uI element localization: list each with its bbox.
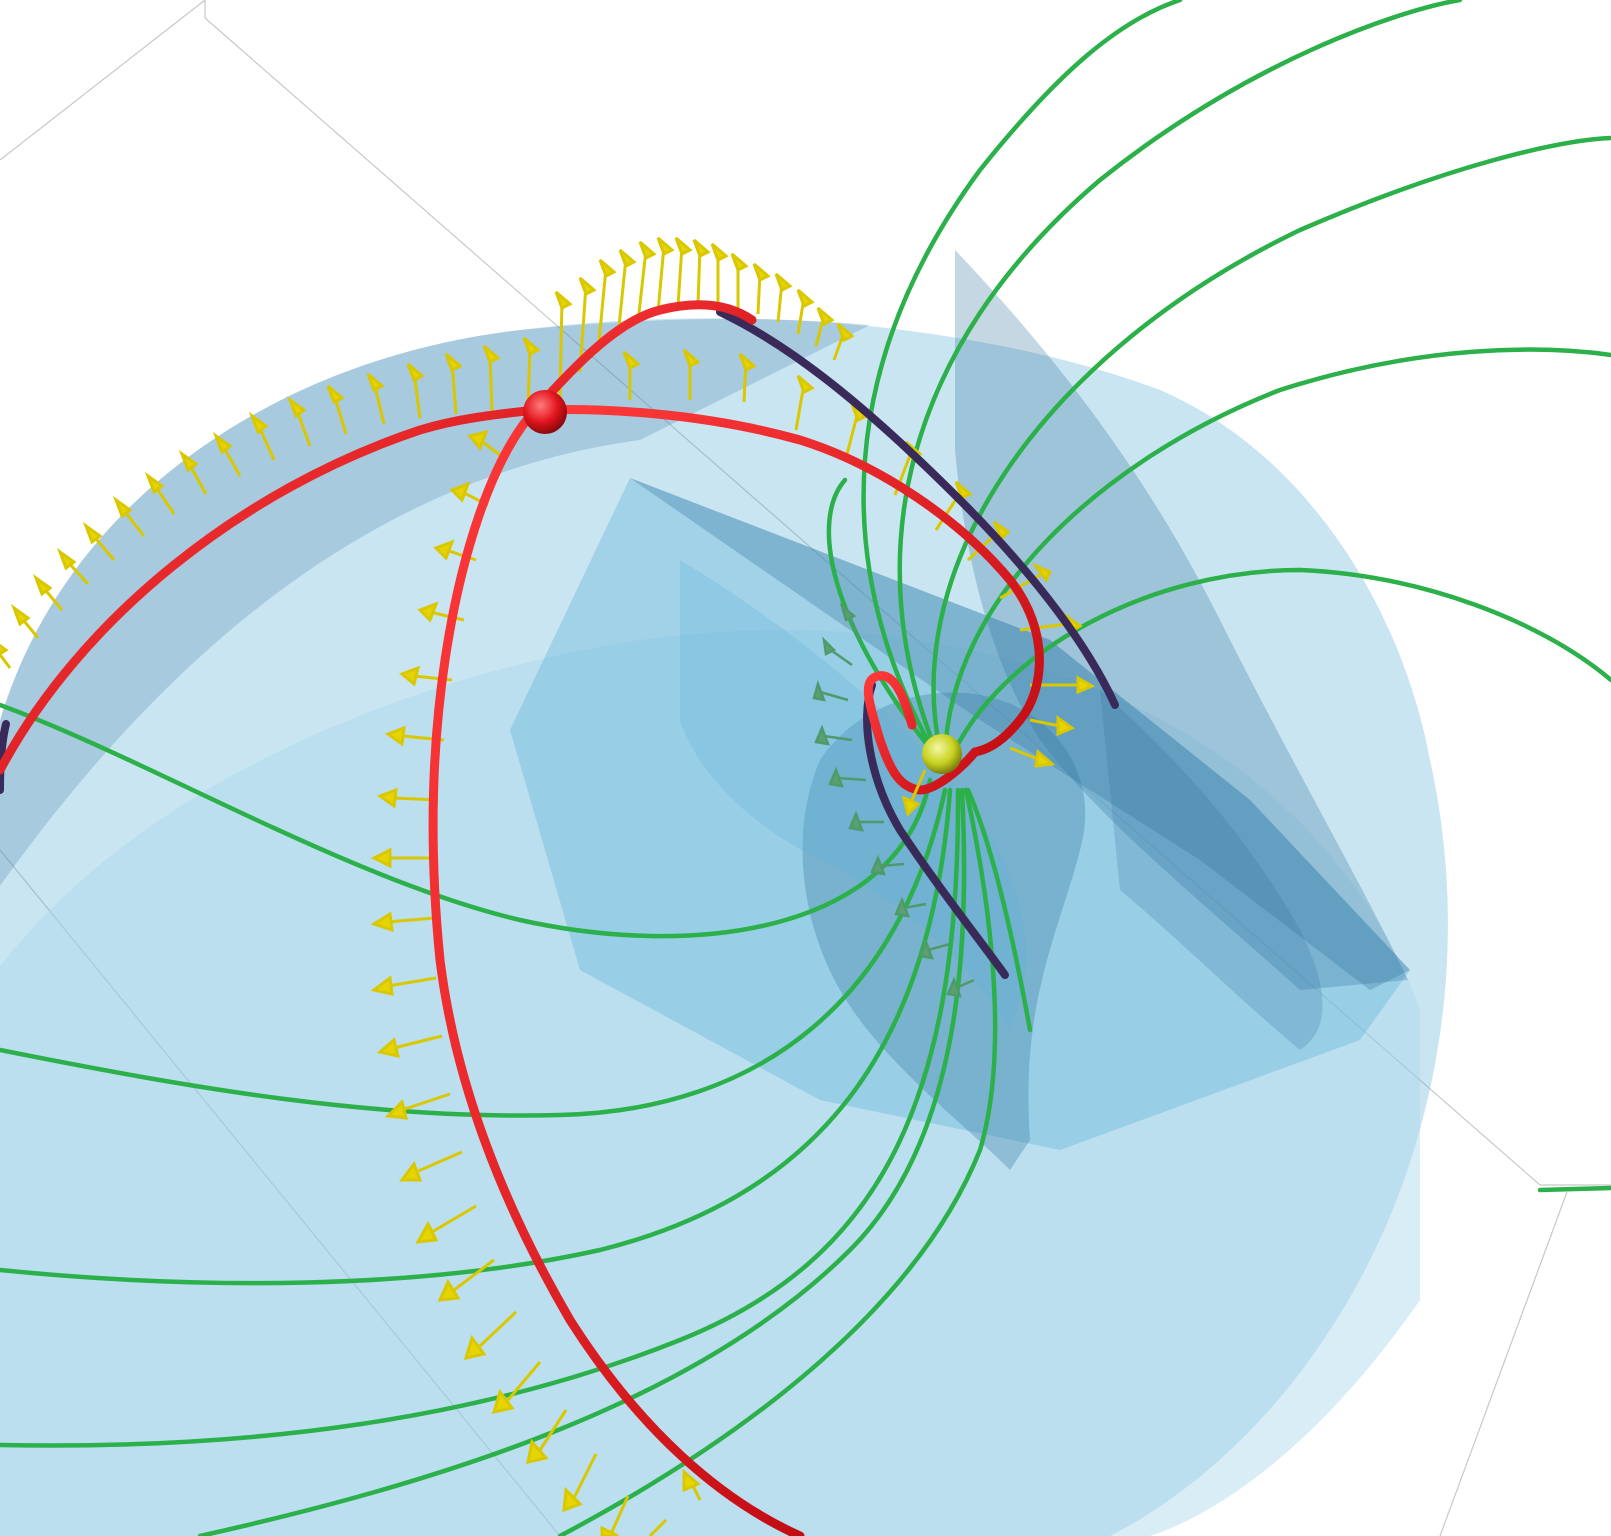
field-line bbox=[947, 567, 1611, 763]
cone-arrow-icon bbox=[814, 306, 835, 347]
vortex-line bbox=[0, 300, 1044, 1536]
cone-arrow-icon bbox=[682, 1468, 702, 1501]
field-line bbox=[0, 787, 953, 1286]
cone-arrow-icon bbox=[600, 1495, 630, 1536]
cone-arrow-icon bbox=[370, 975, 437, 996]
field-line bbox=[0, 702, 933, 939]
cone-arrow-icon bbox=[417, 601, 465, 623]
core-arrows bbox=[812, 602, 975, 998]
field-line bbox=[965, 787, 1033, 1033]
cone-arrow-icon bbox=[730, 252, 749, 308]
cone-arrow-icon bbox=[1029, 715, 1076, 737]
cone-arrow-icon bbox=[56, 547, 90, 586]
vortex-line-back bbox=[0, 308, 1119, 979]
cone-arrow-icon bbox=[10, 603, 40, 639]
cone-arrow-icon bbox=[433, 539, 477, 562]
cone-arrow-icon bbox=[616, 248, 637, 337]
cone-arrow-icon bbox=[384, 1092, 451, 1120]
field-line bbox=[826, 477, 928, 745]
field-line bbox=[942, 347, 1611, 758]
cone-arrow-icon bbox=[738, 352, 757, 403]
cone-arrow-icon bbox=[112, 495, 146, 537]
cone-arrow-icon bbox=[467, 429, 501, 457]
cone-arrow-icon bbox=[0, 643, 12, 669]
cone-arrow-icon bbox=[406, 362, 425, 419]
cone-arrow-icon bbox=[692, 238, 711, 305]
field-line bbox=[197, 787, 967, 1536]
cone-arrow-icon bbox=[752, 262, 771, 315]
core-small-arrow bbox=[901, 769, 927, 817]
cone-arrow-icon bbox=[832, 322, 855, 361]
cone-arrow-icon bbox=[682, 348, 701, 400]
cone-arrow-icon bbox=[656, 236, 675, 313]
cone-arrow-icon bbox=[918, 938, 951, 960]
cone-arrow-icon bbox=[812, 680, 849, 702]
cone-arrow-icon bbox=[648, 1518, 668, 1536]
normal-arrows bbox=[0, 236, 1096, 1536]
field-line bbox=[1537, 1185, 1611, 1193]
cone-arrow-icon bbox=[526, 1409, 568, 1464]
cone-arrow-icon bbox=[894, 896, 927, 918]
cone-arrow-icon bbox=[144, 471, 176, 515]
cone-arrow-icon bbox=[248, 411, 276, 461]
cone-arrow-icon bbox=[596, 258, 617, 353]
cone-arrow-icon bbox=[814, 724, 853, 746]
cone-arrow-icon bbox=[796, 288, 815, 335]
cone-arrow-icon bbox=[444, 352, 463, 415]
field-line bbox=[931, 135, 1611, 753]
red-sphere-marker-icon bbox=[523, 390, 567, 434]
field-line bbox=[557, 787, 998, 1536]
cone-arrow-icon bbox=[828, 766, 867, 788]
cone-arrow-icon bbox=[774, 272, 793, 323]
cone-arrow-icon bbox=[674, 236, 693, 307]
cone-arrow-icon bbox=[178, 449, 208, 495]
cone-arrow-icon bbox=[286, 395, 312, 447]
cone-arrow-icon bbox=[636, 240, 657, 323]
cone-arrow-icon bbox=[366, 372, 386, 425]
cone-arrow-icon bbox=[822, 636, 853, 667]
cone-arrow-icon bbox=[1009, 746, 1056, 768]
cone-arrow-icon bbox=[870, 854, 905, 876]
cone-arrow-icon bbox=[82, 521, 116, 561]
cone-arrow-icon bbox=[32, 573, 64, 611]
cone-arrow-icon bbox=[415, 1204, 477, 1244]
cone-arrow-icon bbox=[562, 1453, 598, 1513]
cone-arrow-icon bbox=[482, 344, 501, 413]
cone-arrow-icon bbox=[622, 350, 641, 400]
cone-arrow-icon bbox=[946, 976, 975, 998]
yellow-sphere-marker-icon bbox=[922, 734, 962, 774]
cone-arrow-icon bbox=[710, 242, 729, 304]
field-line bbox=[0, 787, 961, 1448]
cone-arrow-icon bbox=[437, 1258, 495, 1302]
cone-arrow-icon bbox=[794, 374, 815, 431]
cone-arrow-icon bbox=[370, 847, 434, 869]
cone-arrow-icon bbox=[376, 1034, 443, 1058]
cone-arrow-icon bbox=[463, 1310, 518, 1361]
cone-arrow-icon bbox=[839, 602, 862, 641]
cone-arrow-icon bbox=[212, 431, 242, 477]
cone-arrow-icon bbox=[848, 810, 884, 832]
field-line bbox=[897, 0, 1463, 751]
cone-arrow-icon bbox=[399, 1150, 463, 1182]
field-line bbox=[861, 0, 1183, 748]
cone-arrow-icon bbox=[326, 384, 348, 435]
critical-points bbox=[523, 390, 962, 817]
cone-arrow-icon bbox=[370, 911, 435, 933]
field-line bbox=[0, 787, 948, 1118]
cone-arrow-icon bbox=[491, 1361, 542, 1415]
